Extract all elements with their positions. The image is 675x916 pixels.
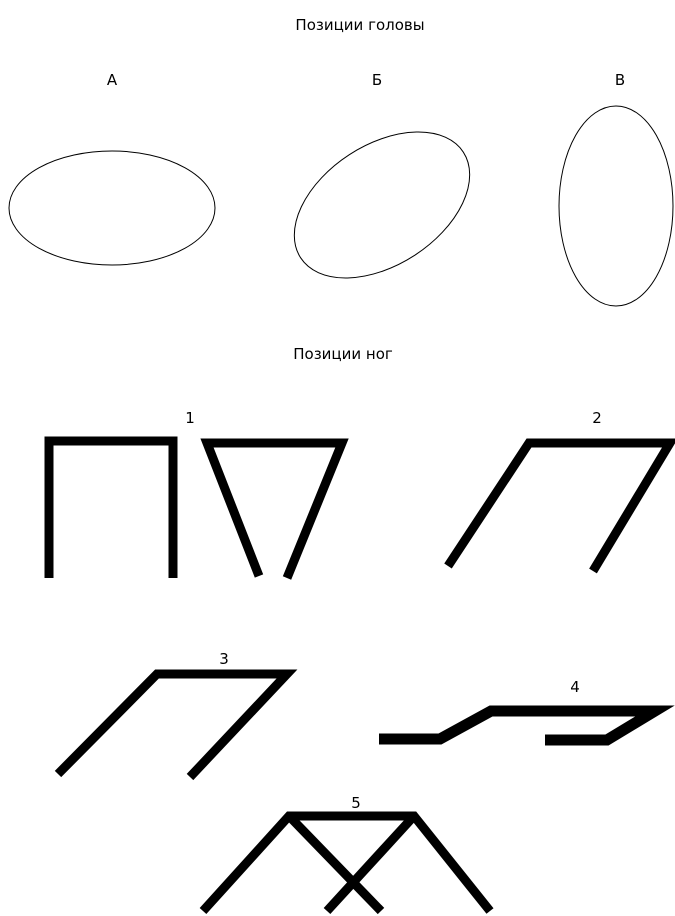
leg-figure-4-shape <box>379 711 655 740</box>
leg-figure-2-shape <box>448 443 670 571</box>
head-shape-b <box>268 102 496 308</box>
leg-figure-2 <box>448 443 670 571</box>
leg-figure-1-trapezoid <box>207 443 342 578</box>
leg-figure-3 <box>58 674 287 777</box>
leg-figure-4 <box>379 711 655 740</box>
leg-figure-5-outer <box>203 816 490 911</box>
head-shape-a <box>9 151 215 265</box>
leg-figure-1 <box>49 441 342 578</box>
head-ellipses <box>9 102 673 308</box>
leg-figure-5 <box>203 816 490 911</box>
leg-figure-1-square <box>49 441 173 578</box>
leg-figure-3-shape <box>58 674 287 777</box>
head-shape-v <box>559 106 673 306</box>
